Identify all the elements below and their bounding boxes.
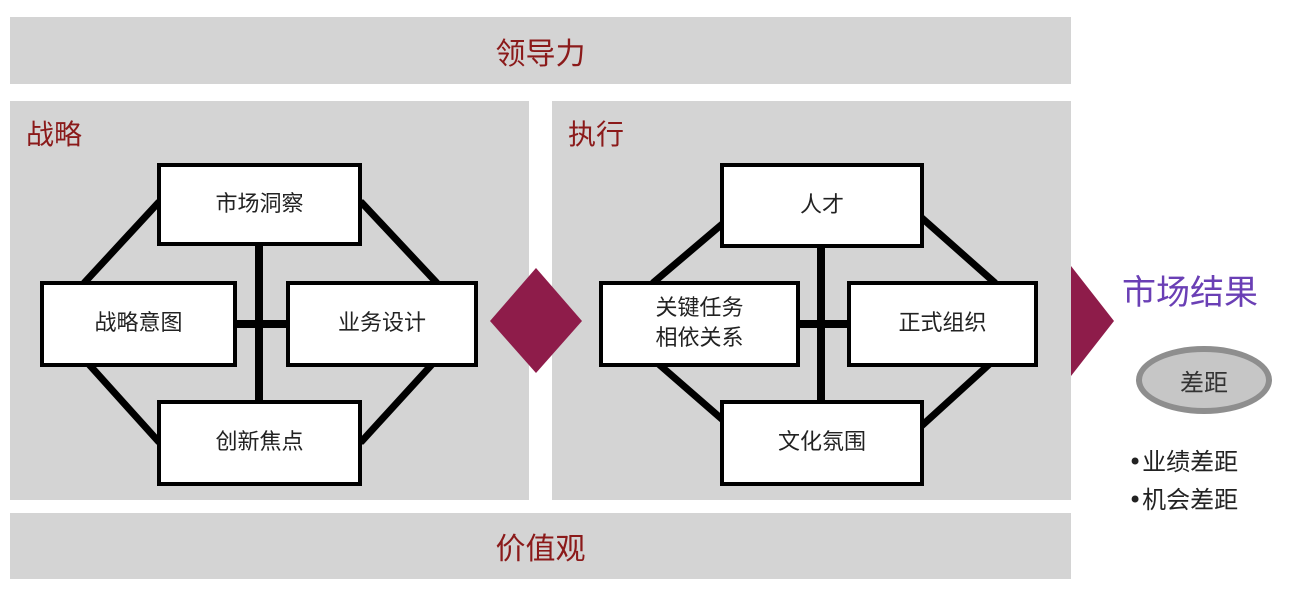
market-results-title: 市场结果 (1122, 273, 1258, 313)
strategy-title: 战略 (26, 118, 83, 151)
box-business-design-label: 业务设计 (337, 311, 426, 337)
box-strategic-intent-label: 战略意图 (94, 311, 183, 337)
gap-list-item-opportunity: •机会差距 (1128, 486, 1239, 514)
box-critical-tasks: 关键任务 相依关系 (599, 281, 800, 367)
box-formal-organization: 正式组织 (847, 281, 1038, 367)
box-formal-organization-label: 正式组织 (898, 311, 987, 337)
gap-list: •业绩差距 •机会差距 (1128, 443, 1238, 519)
box-culture-climate-label: 文化氛围 (777, 430, 866, 456)
box-strategic-intent: 战略意图 (40, 281, 237, 367)
values-band: 价值观 (10, 513, 1071, 579)
values-label: 价值观 (495, 532, 586, 567)
execution-title: 执行 (568, 118, 625, 151)
leadership-label: 领导力 (495, 36, 586, 72)
box-innovation-focus-label: 创新焦点 (215, 430, 304, 456)
gap-oval: 差距 (1136, 346, 1272, 414)
box-innovation-focus: 创新焦点 (157, 400, 362, 486)
link-diamond (490, 268, 582, 373)
box-talent: 人才 (720, 163, 924, 248)
box-business-design: 业务设计 (286, 281, 478, 367)
result-arrow (1071, 266, 1114, 376)
box-market-insight: 市场洞察 (157, 163, 362, 246)
leadership-band: 领导力 (10, 17, 1071, 84)
gap-list-item-performance: •业绩差距 (1128, 448, 1239, 476)
box-culture-climate: 文化氛围 (720, 400, 924, 486)
box-market-insight-label: 市场洞察 (215, 191, 304, 217)
box-talent-label: 人才 (799, 192, 844, 218)
box-critical-tasks-label: 关键任务 相依关系 (655, 296, 744, 351)
gap-label: 差距 (1180, 368, 1228, 397)
